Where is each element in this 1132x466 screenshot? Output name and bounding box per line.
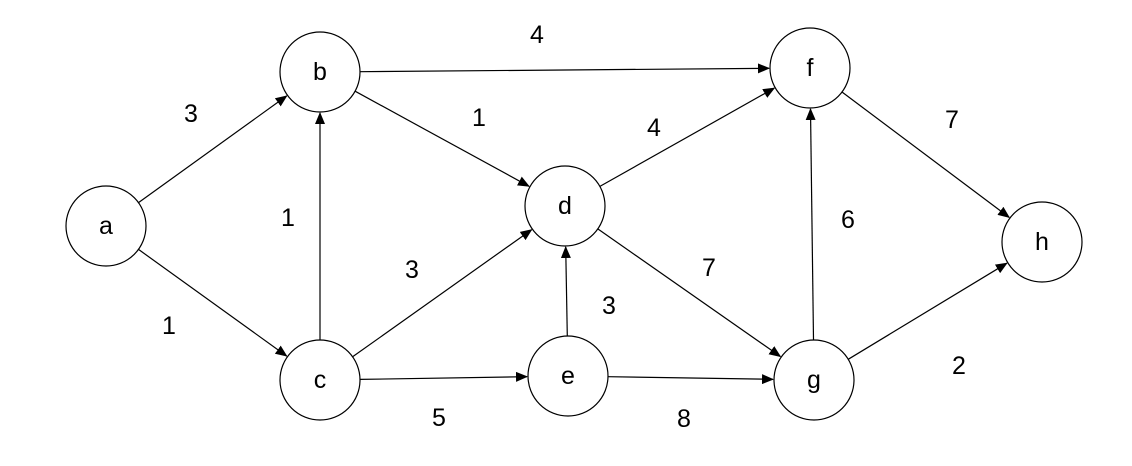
edge-a-c	[138, 248, 288, 357]
node-circle-a	[65, 185, 147, 267]
node-d: d	[524, 165, 606, 247]
node-h: h	[1001, 201, 1083, 283]
edge-weight-b-f: 4	[530, 21, 544, 49]
edge-b-d	[354, 90, 530, 187]
edge-weight-b-d: 1	[472, 104, 486, 132]
edge-weight-a-c: 1	[162, 312, 176, 340]
edge-weight-e-d: 3	[602, 292, 616, 320]
edge-weight-a-b: 3	[184, 100, 198, 128]
edge-g-h	[847, 262, 1008, 360]
node-circle-d	[524, 165, 606, 247]
edge-weight-d-f: 4	[647, 114, 661, 142]
node-circle-b	[279, 31, 361, 113]
node-label-g: g	[807, 366, 821, 394]
node-circle-f	[769, 27, 851, 109]
node-circle-e	[527, 335, 609, 417]
node-e: e	[527, 335, 609, 417]
edge-c-d	[352, 229, 533, 358]
node-g: g	[773, 339, 855, 421]
edge-weight-d-g: 7	[702, 254, 716, 282]
edge-weight-f-h: 7	[945, 106, 959, 134]
edge-weight-e-g: 8	[677, 405, 691, 433]
nodes-layer: a b c d e f g h	[65, 27, 1083, 421]
edge-e-g	[607, 374, 774, 385]
edge-a-b	[138, 95, 288, 204]
weights-layer: 3 1 1 4 1 3 5 3 4 7 8 6 7 2	[162, 21, 966, 433]
node-label-e: e	[561, 362, 575, 390]
edge-weight-c-b: 1	[281, 204, 295, 232]
edge-weight-g-h: 2	[952, 352, 966, 380]
node-label-a: a	[99, 212, 113, 240]
node-label-h: h	[1035, 228, 1049, 256]
edge-d-f	[599, 87, 776, 187]
edge-g-f	[805, 108, 816, 341]
edge-weight-g-f: 6	[841, 206, 855, 234]
edge-f-h	[841, 91, 1011, 218]
edge-weight-c-e: 5	[432, 404, 446, 432]
node-b: b	[279, 31, 361, 113]
node-f: f	[769, 27, 851, 109]
node-label-b: b	[313, 58, 327, 86]
node-label-c: c	[314, 366, 327, 394]
node-circle-g	[773, 339, 855, 421]
edge-d-g	[597, 228, 782, 358]
edge-c-e	[359, 371, 528, 382]
edge-weight-c-d: 3	[405, 256, 419, 284]
node-label-d: d	[558, 192, 572, 220]
node-a: a	[65, 185, 147, 267]
edge-b-f	[359, 63, 770, 74]
node-label-f: f	[807, 54, 814, 82]
node-circle-c	[279, 339, 361, 421]
node-circle-h	[1001, 201, 1083, 283]
edge-e-d	[560, 246, 571, 337]
edges-layer	[138, 63, 1011, 385]
node-c: c	[279, 339, 361, 421]
